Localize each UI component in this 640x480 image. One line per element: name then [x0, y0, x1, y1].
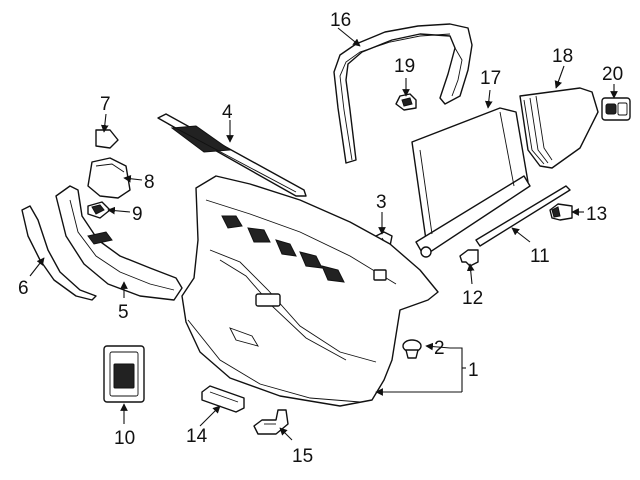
part-2-clip: [402, 339, 422, 359]
part-9-clip: [87, 201, 111, 219]
part-4-upper-trim: [157, 113, 307, 197]
part-13-clip: [549, 203, 573, 221]
callout-16: 16: [330, 10, 351, 31]
callout-3: 3: [376, 192, 387, 213]
leader-lines: [29, 27, 618, 441]
callout-19: 19: [394, 56, 415, 77]
callout-8: 8: [144, 172, 155, 193]
callout-18: 18: [552, 46, 573, 67]
part-11-strip: [475, 185, 571, 247]
part-5-armrest: [55, 185, 183, 301]
callout-14: 14: [186, 426, 208, 447]
callout-15: 15: [292, 446, 313, 467]
callout-17: 17: [480, 68, 501, 89]
part-19-clip: [395, 93, 417, 111]
callout-12: 12: [462, 288, 483, 309]
part-7-cap: [95, 129, 119, 149]
callout-4: 4: [222, 102, 233, 123]
callout-6: 6: [18, 278, 29, 299]
part-14-bracket: [201, 385, 245, 413]
part-1-door-panel: [181, 175, 439, 407]
part-18-window-cover: [519, 87, 599, 169]
callout-5: 5: [118, 302, 129, 323]
part-20-switch: [601, 97, 631, 121]
part-10-window-switch: [103, 345, 145, 403]
callout-9: 9: [132, 204, 143, 225]
callout-13: 13: [586, 204, 607, 225]
part-12-bracket: [459, 249, 479, 267]
callout-10: 10: [114, 428, 135, 449]
callout-1: 1: [468, 360, 479, 381]
part-17-sun-blind: [411, 107, 531, 258]
part-8-cover: [87, 157, 131, 199]
callout-7: 7: [100, 94, 111, 115]
callout-labels: 16 19 17 18 20 4 7 8 9 3 13 11 12 6 5 2 …: [18, 10, 623, 467]
callout-11: 11: [530, 246, 550, 267]
callout-2: 2: [434, 338, 445, 359]
callout-20: 20: [602, 64, 623, 85]
